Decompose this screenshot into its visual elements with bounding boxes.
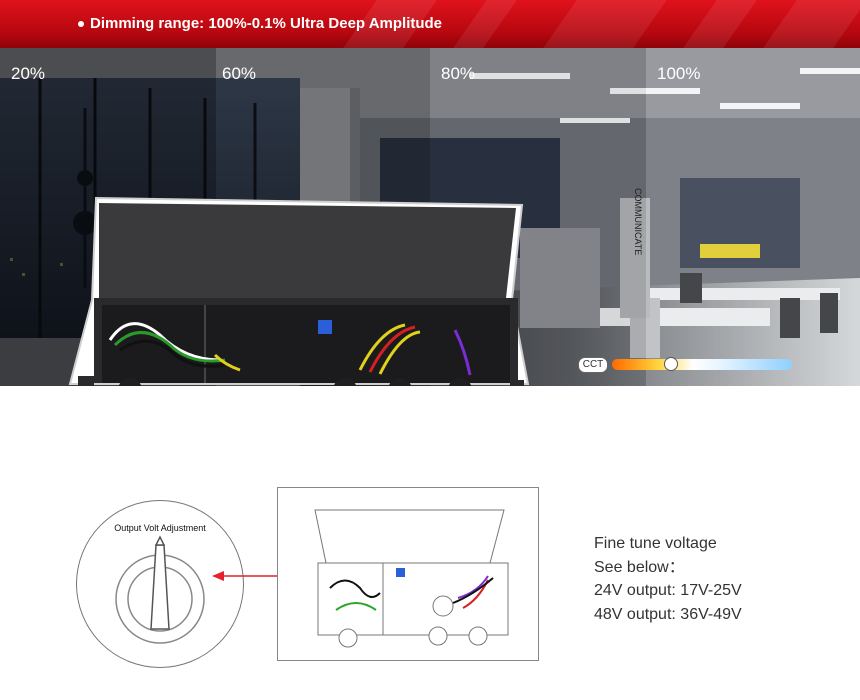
dimming-label-80: 80% bbox=[441, 64, 476, 83]
office-sign: COMMUNICATE bbox=[633, 188, 643, 255]
fine-tune-48v: 48V output: 36V-49V bbox=[594, 605, 742, 623]
cct-knob bbox=[664, 357, 678, 371]
dial-title: Output Volt Adjustment bbox=[114, 523, 206, 533]
wiring-diagram bbox=[277, 487, 539, 661]
cct-label: CCT bbox=[578, 357, 608, 373]
dimming-label-20: 20% bbox=[11, 64, 46, 83]
volt-adjust-dial: Output Volt Adjustment bbox=[76, 500, 244, 668]
fine-tune-24v: 24V output: 17V-25V bbox=[594, 582, 742, 599]
dimming-label-60: 60% bbox=[222, 64, 257, 83]
banner-title: Dimming range: 100%-0.1% Ultra Deep Ampl… bbox=[90, 15, 443, 32]
fine-tune-heading: Fine tune voltage bbox=[594, 535, 717, 552]
bullet-icon bbox=[78, 21, 84, 27]
cct-slider: CCT bbox=[578, 357, 794, 373]
cct-gradient-bar bbox=[612, 359, 792, 370]
fine-tune-see-below: See below： bbox=[594, 558, 685, 576]
fine-tune-notes: Fine tune voltage See below： 24V output:… bbox=[594, 532, 742, 626]
header-banner bbox=[0, 0, 860, 48]
office-photo: COMMUNICATE bbox=[0, 48, 860, 386]
dimming-label-100: 100% bbox=[657, 64, 701, 83]
